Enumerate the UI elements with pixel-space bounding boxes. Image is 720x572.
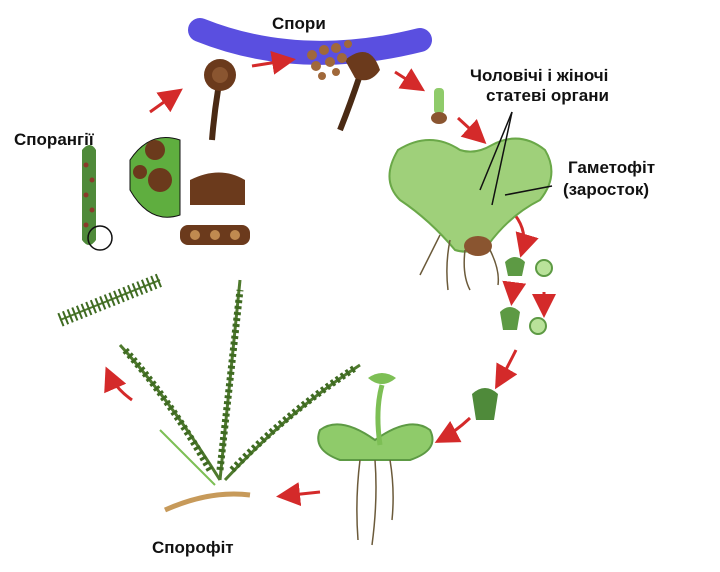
gametophyte [388, 111, 553, 291]
fertilization-stages [472, 257, 553, 420]
label-spores: Спори [272, 14, 326, 33]
highlight-stroke [188, 18, 432, 65]
label-sex-organs-line1: Чоловічі і жіночі [470, 66, 609, 85]
spores [307, 40, 352, 80]
label-gametophyte-line1: Гаметофіт [568, 158, 656, 177]
adult-sporophyte [57, 273, 361, 513]
sporangia-closeup [82, 137, 250, 251]
label-sporangia: Спорангії [14, 130, 94, 149]
sporangium-open [337, 52, 380, 132]
cycle-arrows [104, 50, 556, 507]
young-sporophyte [317, 373, 434, 546]
germinating-spore [431, 88, 447, 124]
label-sporophyte: Спорофіт [152, 538, 234, 557]
sporangium-closed [204, 59, 236, 141]
label-sex-organs-line2: статеві органи [486, 86, 609, 105]
label-gametophyte-line2: (заросток) [563, 180, 649, 199]
